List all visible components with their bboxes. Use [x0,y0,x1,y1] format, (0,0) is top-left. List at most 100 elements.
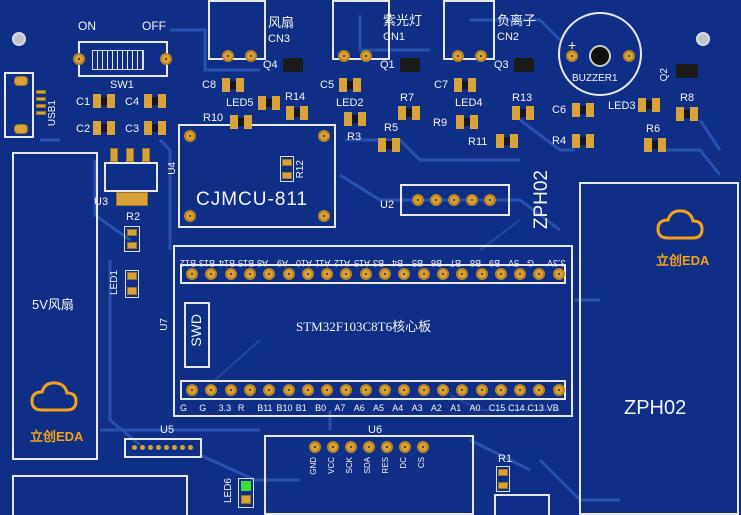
u3-ref: U3 [94,196,109,208]
usb-pin [36,104,46,108]
buzzer-ref: BUZZER1 [572,73,618,84]
mcu-top-pad [552,268,565,280]
sw-pin [160,53,172,65]
mcu-bottom-pin-r: R [237,403,245,413]
mcu-bottom-pin-vb: VB [546,403,559,413]
mcu-bottom-pad [282,384,295,396]
mcu-top-pad [514,268,527,280]
c8 [222,78,244,92]
sensor-pin [318,130,330,142]
zph-label: ZPH02 [624,397,687,419]
oled-pin-sda [363,441,375,453]
r5 [378,138,400,152]
r14 [286,106,308,120]
led2 [344,112,366,126]
oled-outline [264,435,474,515]
mcu-bottom-pad [340,384,353,396]
mcu-bottom-pin-a0: A0 [469,403,481,413]
oled-pin-vcc [327,441,339,453]
u5-pin [188,445,193,450]
u2-pin [430,194,442,206]
u2-pin [448,194,460,206]
r5-label: R5 [384,122,399,134]
buzzer-pin [566,50,578,62]
oled-pin-label-gnd: GND [309,457,318,475]
logo-left: 立创EDA [30,429,84,444]
mcu-bottom-pad [379,384,391,396]
fan-5v-label: 5V风扇 [32,297,74,312]
logo-right: 立创EDA [656,253,710,268]
oled-pin-dc [399,441,411,453]
c2-label: C2 [76,123,91,135]
r2 [124,226,140,252]
mcu-title: STM32F103C8T6核心板 [296,319,432,334]
mcu-bottom-pad [186,384,198,396]
r7 [398,106,420,120]
oled-pin-label-cs: CS [417,457,426,469]
c6 [572,103,594,117]
c2 [93,121,115,135]
c1 [93,94,115,108]
uv-label: 紫光灯 [383,13,423,28]
fan-connector-outline [208,0,266,60]
mcu-bottom-pad [456,384,469,396]
u5-pin [180,445,185,450]
u4-ref: U4 [167,162,178,175]
oled-pin-cs [417,441,429,453]
r6-label: R6 [646,123,661,135]
buzzer-plus: + [568,37,577,53]
mcu-bottom-pad [359,384,372,396]
sensor-name: CJMCU-811 [196,189,309,210]
mcu-top-pad [456,268,469,280]
mcu-module-outline [173,245,573,417]
switch-slider[interactable] [92,50,144,70]
mcu-bottom-pin-a4: A4 [392,403,404,413]
mcu-bottom-pad [263,384,276,396]
mcu-bottom-pad [436,384,449,396]
c6-label: C6 [552,104,567,116]
mcu-top-pad [243,268,256,280]
q2 [676,64,698,78]
r11 [496,134,518,148]
r10 [230,115,252,129]
u3-pin [126,148,134,162]
mcu-top-pad [263,268,276,280]
c3-label: C3 [125,123,140,135]
mcu-top-pad [533,268,546,280]
buzzer-hole [589,45,611,67]
u6-ref: U6 [368,424,383,436]
cn1-pin [360,50,372,62]
u2-ref: U2 [380,199,395,211]
u5-pin [156,445,161,450]
oled-pin-label-sck: SCK [345,457,354,474]
c5-label: C5 [320,79,335,91]
c7 [454,78,476,92]
r11-label: R11 [468,136,488,148]
bottom-right-part [494,494,550,515]
zph-rotated-label: ZPH02 [531,170,552,230]
cn2-ref: CN2 [497,31,520,43]
fan-5v-outline [12,152,98,460]
usb-outline [4,72,34,138]
r10-label: R10 [203,112,224,124]
mcu-top-pad [301,268,314,280]
mount-hole-top-left [12,32,26,46]
q4-label: Q4 [263,59,278,71]
q1 [400,58,420,72]
r14-label: R14 [285,91,306,103]
led5 [258,96,280,110]
swd-label: SWD [188,314,204,347]
led4-label: LED4 [455,97,483,109]
mcu-bottom-pad [533,384,546,396]
c8-label: C8 [202,79,217,91]
mcu-top-pad [224,268,237,280]
u2-pin [484,194,496,206]
mcu-bottom-pin-g: G [199,403,207,413]
mcu-top-pad [282,268,295,280]
c7-label: C7 [434,79,449,91]
mcu-bottom-pin-a7: A7 [334,403,346,413]
usb-pad [14,124,28,134]
mcu-bottom-pin-a1: A1 [450,403,462,413]
oled-pin-res [381,441,393,453]
